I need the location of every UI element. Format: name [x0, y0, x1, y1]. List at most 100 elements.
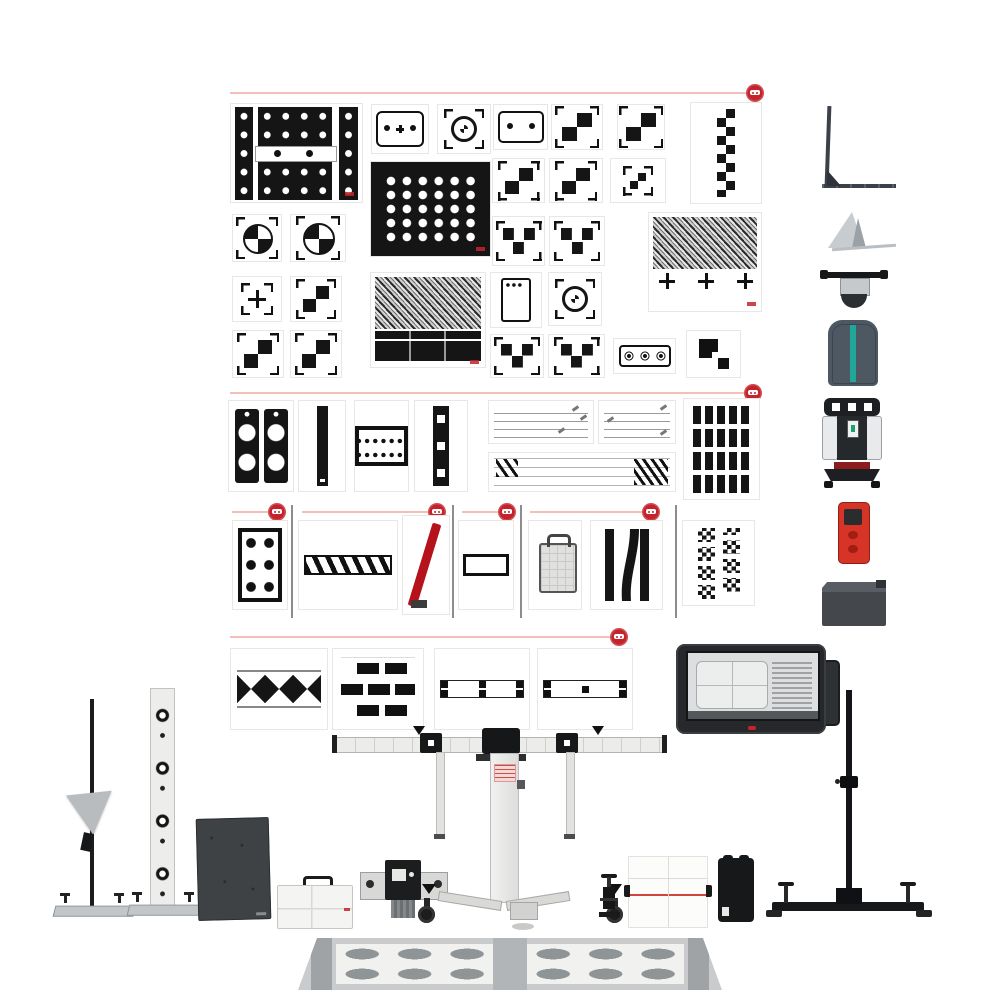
circle-reference-target [437, 104, 491, 154]
laser-level [820, 398, 884, 488]
board-clip-right [706, 885, 712, 897]
checkerboard-target [290, 330, 342, 378]
bracket-gusset [827, 170, 841, 186]
red-calibration-bar [402, 515, 450, 615]
bowtie-strip [237, 670, 321, 708]
storage-box [822, 580, 888, 628]
clamp-slot [564, 740, 570, 746]
section-divider [230, 392, 744, 394]
sub-divider [302, 511, 428, 513]
base-beam [772, 902, 924, 911]
bar-dot [306, 150, 313, 157]
dot-strip-left [235, 107, 253, 200]
circle-reference-target [548, 272, 602, 326]
beam-foot-left [766, 910, 782, 917]
dot-grid [382, 174, 479, 244]
checkerboard-target [549, 158, 603, 203]
cross [396, 125, 404, 133]
red-logo-mark [344, 908, 350, 911]
beam-endcap-right [662, 735, 667, 753]
caster-fork [612, 898, 618, 910]
beam-endcap-left [332, 735, 337, 753]
box-lid [822, 582, 886, 592]
board-clip-left [624, 885, 630, 897]
dot-column-target-stand [126, 686, 202, 926]
jack-base [599, 912, 620, 917]
leveling-foot [184, 892, 194, 902]
mat-panel-right [526, 944, 684, 984]
laser-base [824, 469, 880, 481]
case-handle [303, 876, 333, 891]
six-dot-plate [238, 528, 282, 602]
tri-square-target [492, 216, 545, 266]
leveling-jack [598, 874, 622, 924]
caster-lever [422, 884, 436, 894]
caster-wheel-left [418, 906, 435, 923]
quadrant-circle-target [290, 214, 346, 262]
red-logo-mark [345, 192, 354, 196]
mount-knob [434, 880, 442, 888]
noise-line-target-board [370, 272, 486, 368]
jack-handle [601, 874, 617, 878]
dot-grid-plate-target [354, 400, 409, 492]
pattern-module-mount [360, 856, 448, 922]
adas-badge-icon [268, 503, 286, 521]
ladder-pattern [717, 109, 735, 197]
curve-pattern [604, 529, 649, 601]
laser-green-indicator [850, 425, 855, 432]
panel-holes [210, 836, 214, 840]
dot-plate [355, 426, 408, 466]
adas-badge-icon [642, 503, 660, 521]
cross-marker [737, 273, 753, 289]
dot-column-target [490, 272, 542, 328]
mat-endcap-right [688, 938, 710, 990]
marker-bar-target-a [434, 648, 530, 730]
screen-diagram [696, 661, 768, 709]
module-heatsink [391, 900, 415, 918]
alignment-dash-chart [488, 452, 676, 492]
module-window [392, 869, 406, 881]
mount-knob [366, 880, 374, 888]
beam-bracket [836, 888, 862, 904]
red-logo-mark [747, 302, 756, 306]
screen-text-block [772, 659, 812, 709]
dash-cluster [496, 459, 518, 477]
checkerboard-target [617, 104, 665, 150]
bar-mark [319, 479, 325, 482]
noise-pattern [653, 217, 757, 269]
beam-foot-right [916, 910, 932, 917]
box-body [822, 588, 886, 626]
scatter-checker-target [682, 520, 755, 606]
square-bar [433, 406, 449, 486]
module-lens [409, 872, 414, 877]
block-pattern-target [332, 648, 424, 730]
laser-red-band [834, 462, 870, 469]
stand-pole [846, 690, 852, 908]
sim-knob-right [880, 270, 888, 279]
checker-column [697, 527, 715, 599]
leveling-foot [60, 893, 70, 903]
laser-window [847, 420, 859, 438]
vertical-bar-target [298, 400, 346, 492]
diagnostic-tablet [676, 644, 826, 734]
pole-clamp [835, 776, 858, 788]
dot [528, 123, 535, 129]
dot-matrix-target-board [370, 161, 491, 257]
glass-prism-reflector [824, 212, 900, 256]
quadrant-circle-target [232, 214, 282, 262]
bag-stripe [850, 324, 856, 382]
sim-bar [822, 272, 886, 278]
dot [384, 125, 390, 131]
slide-clamp-right [556, 733, 578, 753]
bag-seam [832, 324, 876, 384]
metal-target-panel [195, 817, 272, 921]
laser-distance-meter [838, 502, 870, 564]
center-pedestal [510, 902, 538, 920]
adas-badge-icon [744, 384, 762, 402]
two-dot-cross-target [371, 104, 429, 154]
line-grid [604, 406, 670, 438]
lock-lever [413, 726, 425, 735]
ladder-strip-target [690, 102, 762, 204]
corner-reflector-unit [718, 855, 754, 922]
bowtie-pattern-target [230, 648, 328, 730]
